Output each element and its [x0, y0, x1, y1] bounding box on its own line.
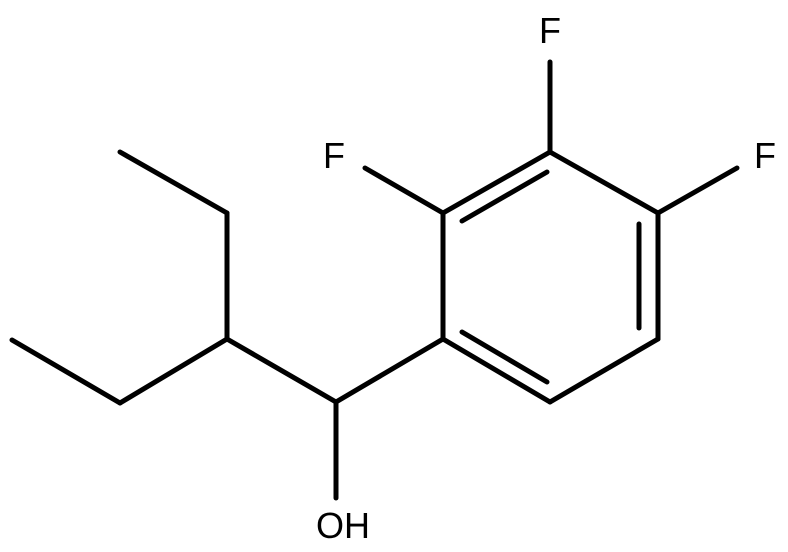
ring-bond-c3-c4 — [547, 149, 661, 216]
ring-bond-c2-c3 — [440, 149, 553, 216]
bond-to-f-left — [362, 165, 446, 216]
ring-bond-c5-c6 — [547, 336, 661, 405]
ring-bond-c6-c1-inner — [459, 329, 550, 385]
bond-ethyl-upper-terminal — [117, 149, 230, 216]
hydroxyl-label: OH — [316, 505, 370, 546]
fluorine-right-label: F — [754, 135, 776, 176]
bond-branch-to-carbinol — [224, 336, 339, 405]
ring-bond-c3-c2-inner — [459, 169, 550, 224]
fluorine-top-label: F — [539, 10, 561, 51]
bond-carbinol-to-ring — [333, 336, 446, 405]
ring-bond-c6-c1 — [440, 336, 553, 405]
bond-to-f-right — [655, 165, 740, 216]
fluorine-left-label: F — [323, 135, 345, 176]
bond-ethyl-lower-terminal — [9, 337, 123, 406]
bond-ethyl-lower-inner — [117, 336, 230, 406]
